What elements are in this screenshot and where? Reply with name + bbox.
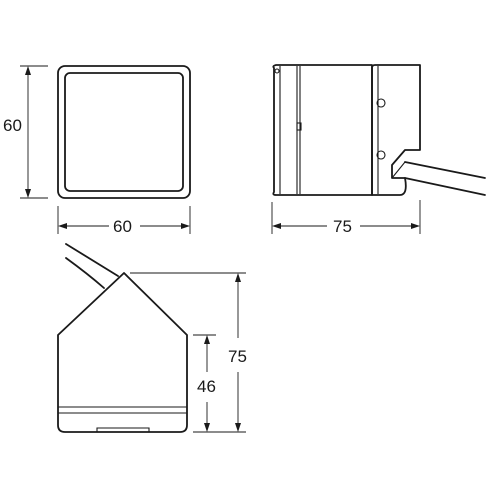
bottom-lower-height-label: 46	[197, 377, 216, 396]
bottom-cable	[65, 243, 119, 289]
front-width-label: 60	[113, 217, 132, 236]
side-width-dimension	[271, 200, 421, 234]
front-height-dimension	[20, 65, 48, 199]
bottom-lower-height-dimension	[193, 334, 216, 432]
bottom-total-height-dimension	[130, 272, 246, 433]
front-inner-outline	[64, 72, 184, 192]
screw-hole-upper	[376, 98, 386, 108]
bottom-view	[57, 243, 188, 433]
front-height-label: 60	[3, 116, 22, 135]
bottom-total-height-label: 75	[228, 347, 247, 366]
bottom-tab	[96, 427, 150, 432]
front-width-dimension	[57, 206, 191, 234]
front-outer-outline	[57, 65, 191, 199]
side-top-mark	[274, 68, 280, 74]
side-cable	[404, 161, 486, 196]
front-view	[57, 65, 191, 199]
bottom-body-outline	[57, 272, 188, 433]
side-notch	[296, 122, 302, 131]
cable-gland-outline	[371, 64, 421, 196]
side-view	[272, 64, 486, 196]
side-body-outline	[272, 64, 373, 196]
side-width-label: 75	[333, 217, 352, 236]
screw-hole-lower	[376, 150, 386, 160]
